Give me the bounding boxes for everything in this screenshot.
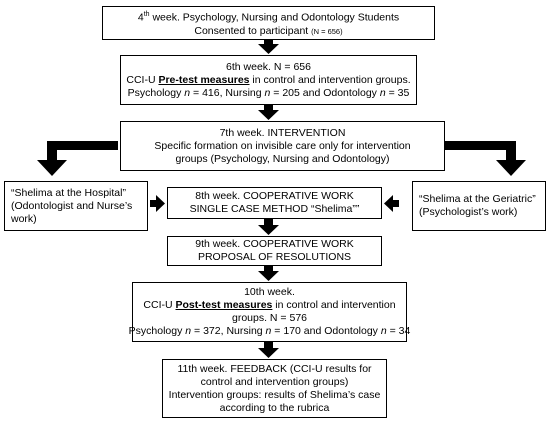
hospital-desc-1: (Odontologist and Nurse’s (11, 199, 133, 212)
week6-counts: Psychology n = 416, Nursing n = 205 and … (127, 86, 410, 99)
week11-results: Intervention groups: results of Shelima’… (168, 388, 381, 401)
week10-box: 10th week. CCI-U Post-test measures in c… (129, 282, 410, 342)
arrow-down-8-9 (258, 219, 279, 235)
week10-title: 10th week. (244, 286, 295, 298)
week7-desc-2: groups (Psychology, Nursing and Odontolo… (175, 152, 390, 165)
arrow-down-4-6 (258, 39, 279, 54)
week11-groups: control and intervention groups) (200, 375, 349, 388)
week8-method: SINGLE CASE METHOD “Shelima”” (189, 203, 360, 215)
week6-box: 6th week. N = 656 CCI-U Pre-test measure… (120, 55, 417, 105)
hospital-desc-2: work) (11, 212, 37, 225)
arrow-down-6-7 (258, 105, 279, 120)
hospital-box: “Shelima at the Hospital” (Odontologist … (4, 181, 148, 231)
week10-total: groups. N = 576 (231, 312, 307, 324)
arrow-down-10-11 (258, 342, 279, 358)
week7-box: 7th week. INTERVENTION Specific formatio… (120, 121, 445, 171)
hospital-title: “Shelima at the Hospital” (11, 186, 126, 199)
week9-box: 9th week. COOPERATIVE WORK PROPOSAL OF R… (167, 236, 382, 266)
week4-title: 4th week. Psychology, Nursing and Odonto… (137, 11, 400, 24)
week11-rubric: according to the rubrica (219, 401, 330, 414)
week11-title: 11th week. FEEDBACK (CCI-U results for (177, 362, 372, 375)
week4-consent: Consented to participant (N = 656) (194, 24, 343, 37)
week7-title: 7th week. INTERVENTION (219, 126, 346, 139)
week10-counts: Psychology n = 372, Nursing n = 170 and … (128, 325, 411, 337)
arrow-elbow-left (37, 141, 118, 176)
week11-box: 11th week. FEEDBACK (CCI-U results for c… (162, 359, 387, 418)
week6-title: 6th week. N = 656 (226, 60, 311, 73)
arrow-left-to-week8 (384, 195, 399, 212)
geriatric-desc: (Psychologist’s work) (419, 206, 518, 218)
geriatric-title: “Shelima at the Geriatric” (419, 193, 536, 205)
week8-title: 8th week. COOPERATIVE WORK (195, 190, 354, 202)
week7-desc-1: Specific formation on invisible care onl… (154, 139, 411, 152)
geriatric-box: “Shelima at the Geriatric” (Psychologist… (412, 181, 546, 231)
week9-desc: PROPOSAL OF RESOLUTIONS (197, 251, 352, 263)
arrow-down-9-10 (258, 265, 279, 281)
week8-box: 8th week. COOPERATIVE WORK SINGLE CASE M… (167, 187, 382, 219)
week9-title: 9th week. COOPERATIVE WORK (195, 238, 354, 250)
week10-measures: CCI-U Post-test measures in control and … (143, 299, 396, 311)
week6-measures: CCI-U Pre-test measures in control and i… (126, 73, 411, 86)
arrow-elbow-right (445, 141, 526, 176)
arrow-right-to-week8 (150, 195, 165, 212)
week4-box: 4th week. Psychology, Nursing and Odonto… (102, 6, 435, 40)
